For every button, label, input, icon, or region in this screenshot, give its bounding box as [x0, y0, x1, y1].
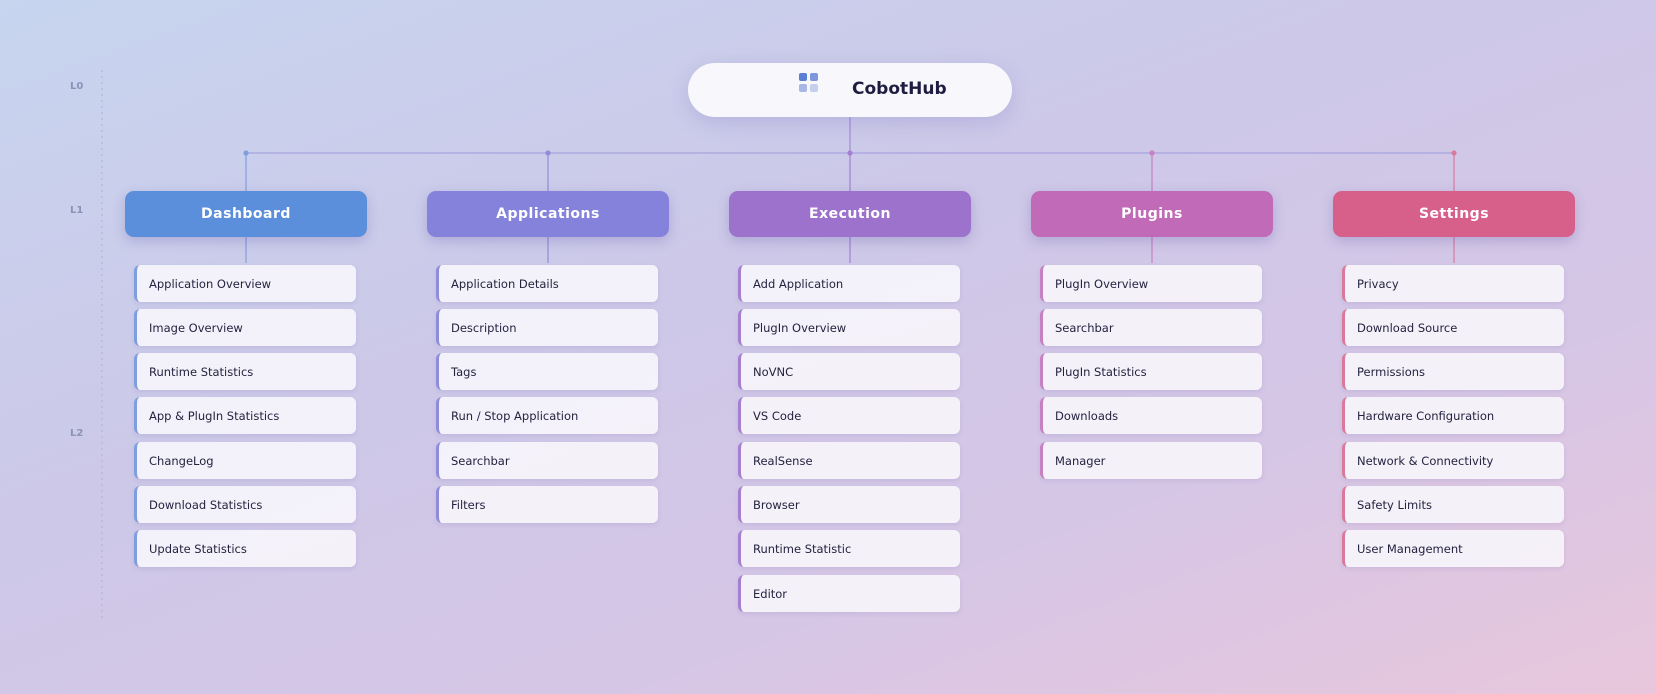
category-header-plugins[interactable]: Plugins [1031, 191, 1273, 237]
level-label-l2: L2 [70, 428, 84, 439]
list-item[interactable]: Run / Stop Application [436, 397, 658, 434]
list-item[interactable]: NoVNC [738, 353, 960, 390]
root-title: CobotHub [852, 79, 947, 99]
level-label-l1: L1 [70, 205, 84, 216]
list-item[interactable]: Tags [436, 353, 658, 390]
level-label-l0: L0 [70, 81, 84, 92]
list-item[interactable]: User Management [1342, 530, 1564, 567]
list-item[interactable]: Description [436, 309, 658, 346]
list-item[interactable]: Privacy [1342, 265, 1564, 302]
bus-node-dot [1451, 150, 1457, 156]
list-item[interactable]: Editor [738, 575, 960, 612]
list-item[interactable]: App & PlugIn Statistics [134, 397, 356, 434]
list-item[interactable]: PlugIn Statistics [1040, 353, 1262, 390]
list-item[interactable]: Add Application [738, 265, 960, 302]
list-item[interactable]: VS Code [738, 397, 960, 434]
bus-node-dot [847, 150, 853, 156]
category-header-applications[interactable]: Applications [427, 191, 669, 237]
list-item[interactable]: Browser [738, 486, 960, 523]
list-item[interactable]: Manager [1040, 442, 1262, 479]
list-item[interactable]: Hardware Configuration [1342, 397, 1564, 434]
list-item[interactable]: Downloads [1040, 397, 1262, 434]
category-header-settings[interactable]: Settings [1333, 191, 1575, 237]
list-item[interactable]: Runtime Statistics [134, 353, 356, 390]
list-item[interactable]: Runtime Statistic [738, 530, 960, 567]
bus-node-dot [1149, 150, 1155, 156]
root-node[interactable]: CobotHub [688, 63, 1012, 117]
list-item[interactable]: Application Overview [134, 265, 356, 302]
list-item[interactable]: RealSense [738, 442, 960, 479]
list-item[interactable]: Image Overview [134, 309, 356, 346]
list-item[interactable]: PlugIn Overview [738, 309, 960, 346]
category-header-dashboard[interactable]: Dashboard [125, 191, 367, 237]
bus-node-dot [243, 150, 249, 156]
list-item[interactable]: Download Statistics [134, 486, 356, 523]
category-header-execution[interactable]: Execution [729, 191, 971, 237]
list-item[interactable]: Safety Limits [1342, 486, 1564, 523]
list-item[interactable]: Application Details [436, 265, 658, 302]
list-item[interactable]: Network & Connectivity [1342, 442, 1564, 479]
list-item[interactable]: Download Source [1342, 309, 1564, 346]
list-item[interactable]: Permissions [1342, 353, 1564, 390]
list-item[interactable]: Searchbar [436, 442, 658, 479]
list-item[interactable]: ChangeLog [134, 442, 356, 479]
list-item[interactable]: Searchbar [1040, 309, 1262, 346]
list-item[interactable]: PlugIn Overview [1040, 265, 1262, 302]
list-item[interactable]: Update Statistics [134, 530, 356, 567]
grid-apps-icon [799, 73, 819, 93]
list-item[interactable]: Filters [436, 486, 658, 523]
bus-node-dot [545, 150, 551, 156]
